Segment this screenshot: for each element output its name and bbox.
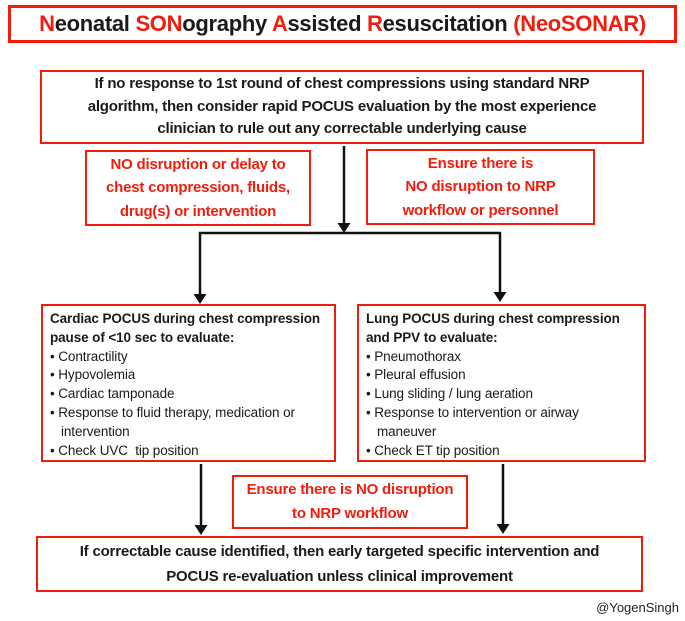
bullet-item: Pneumothorax [366, 348, 640, 367]
bullet-item: Check ET tip position [366, 442, 640, 461]
arrow-lung-to-outcome [496, 464, 510, 534]
bullet-item: Contractility [50, 348, 330, 367]
page-title: Neonatal SONography Assisted Resuscitati… [39, 11, 646, 37]
trigger-box: If no response to 1st round of chest com… [40, 70, 644, 144]
title-segment: R [367, 11, 383, 36]
title-segment: eonatal [54, 11, 136, 36]
lung-pocus-list: PneumothoraxPleural effusionLung sliding… [366, 348, 640, 461]
caution-left-box: NO disruption or delay to chest compress… [85, 150, 311, 226]
title-segment: (NeoSONAR) [513, 11, 646, 36]
title-segment: A [271, 11, 288, 36]
outcome-text: If correctable cause identified, then ea… [79, 543, 600, 585]
caution-right-box: Ensure there is NO disruption to NRP wor… [366, 149, 595, 225]
bullet-item: Response to intervention or airway maneu… [366, 404, 640, 442]
caution-workflow-box: Ensure there is NO disruption to NRP wor… [232, 475, 468, 529]
arrow-branch-left-head [193, 294, 207, 304]
title-segment: ography [182, 11, 272, 36]
arrow-trigger-to-branch [337, 146, 351, 233]
title-segment: ssisted [287, 11, 368, 36]
lung-pocus-heading: Lung POCUS during chest compression and … [366, 311, 620, 345]
bullet-item: Check UVC tip position [50, 442, 330, 461]
title-segment: SON [135, 11, 183, 36]
bullet-item: Pleural effusion [366, 366, 640, 385]
trigger-text: If no response to 1st round of chest com… [87, 75, 597, 138]
branch-connector [193, 231, 507, 304]
lung-pocus-box: Lung POCUS during chest compression and … [357, 304, 646, 462]
cardiac-pocus-list: ContractilityHypovolemiaCardiac tamponad… [50, 348, 330, 461]
title-box: Neonatal SONography Assisted Resuscitati… [8, 5, 677, 43]
title-segment: esuscitation [382, 11, 514, 36]
bullet-item: Lung sliding / lung aeration [366, 385, 640, 404]
arrow-cardiac-to-outcome [194, 464, 208, 535]
bullet-item: Response to fluid therapy, medication or… [50, 404, 330, 442]
caution-left-text: NO disruption or delay to chest compress… [105, 155, 290, 220]
cardiac-pocus-box: Cardiac POCUS during chest compression p… [41, 304, 336, 462]
cardiac-pocus-heading: Cardiac POCUS during chest compression p… [50, 311, 321, 345]
bullet-item: Hypovolemia [50, 366, 330, 385]
caution-workflow-text: Ensure there is NO disruption to NRP wor… [246, 481, 454, 522]
caution-right-text: Ensure there is NO disruption to NRP wor… [402, 154, 559, 219]
arrow-branch-right-head [493, 292, 507, 302]
bullet-item: Cardiac tamponade [50, 385, 330, 404]
outcome-box: If correctable cause identified, then ea… [36, 536, 643, 592]
title-segment: N [39, 11, 55, 36]
attribution: @YogenSingh [596, 600, 679, 615]
